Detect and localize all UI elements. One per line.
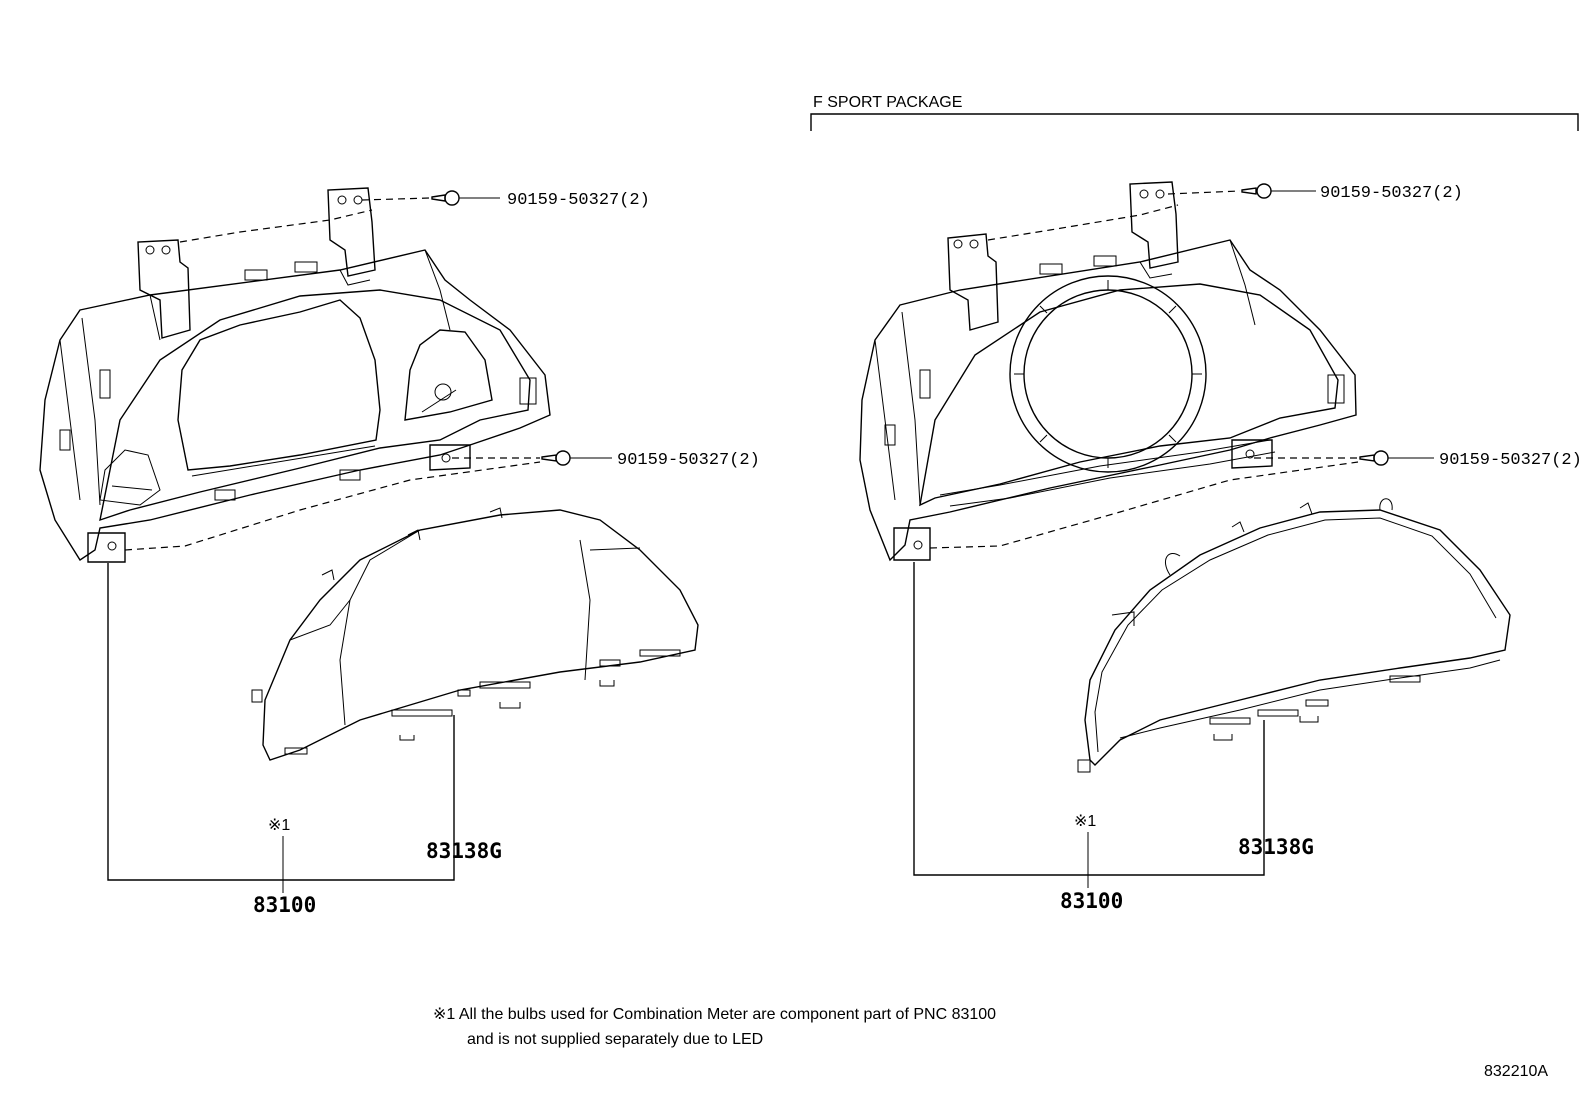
right-screw-top-icon xyxy=(1241,183,1316,199)
right-note-marker: ※1 xyxy=(1074,813,1096,830)
left-screw-top-label: 90159-50327(2) xyxy=(507,191,650,210)
left-meter-bracket-line xyxy=(107,563,455,881)
right-lens-part-label: 83138G xyxy=(1238,835,1314,859)
left-note-marker: ※1 xyxy=(268,817,290,834)
left-dash-top-lower xyxy=(179,209,373,243)
left-meter-housing xyxy=(39,187,551,563)
left-lens-part-label: 83138G xyxy=(426,839,502,863)
right-screw-top-label: 90159-50327(2) xyxy=(1320,184,1463,203)
right-lens xyxy=(1077,498,1511,773)
left-screw-mid-label: 90159-50327(2) xyxy=(617,451,760,470)
right-dash-top-upper xyxy=(1167,190,1241,195)
right-screw-mid-label: 90159-50327(2) xyxy=(1439,451,1582,470)
left-screw-top-icon xyxy=(431,190,500,206)
f-sport-title: F SPORT PACKAGE xyxy=(813,94,962,111)
left-assembly: 90159-50327(2) 90159-50327(2) ※1 83138G … xyxy=(39,187,760,917)
right-meter-bracket-line xyxy=(913,562,1265,876)
right-meter-part-label: 83100 xyxy=(1060,889,1123,913)
diagram-id: 832210A xyxy=(1484,1063,1548,1080)
footnote-line-2: and is not supplied separately due to LE… xyxy=(467,1031,763,1048)
right-meter-housing xyxy=(859,181,1357,562)
right-dash-top-lower xyxy=(987,204,1179,241)
footnote-line-1: ※1 All the bulbs used for Combination Me… xyxy=(433,1006,996,1023)
f-sport-header: F SPORT PACKAGE xyxy=(810,94,1579,131)
left-dash-top-upper xyxy=(361,197,431,201)
left-dash-mid-lower xyxy=(124,461,541,551)
left-meter-part-label: 83100 xyxy=(253,893,316,917)
footnote: ※1 All the bulbs used for Combination Me… xyxy=(433,1006,996,1048)
left-lens xyxy=(251,507,699,761)
f-sport-bracket xyxy=(810,113,1579,131)
left-screw-mid-icon xyxy=(541,450,612,466)
right-screw-mid-icon xyxy=(1359,450,1434,466)
right-dash-mid-lower xyxy=(929,461,1359,549)
right-round-gauge-bezel xyxy=(1009,275,1207,473)
right-assembly: 90159-50327(2) 90159-50327(2) ※1 83138G … xyxy=(859,181,1582,913)
